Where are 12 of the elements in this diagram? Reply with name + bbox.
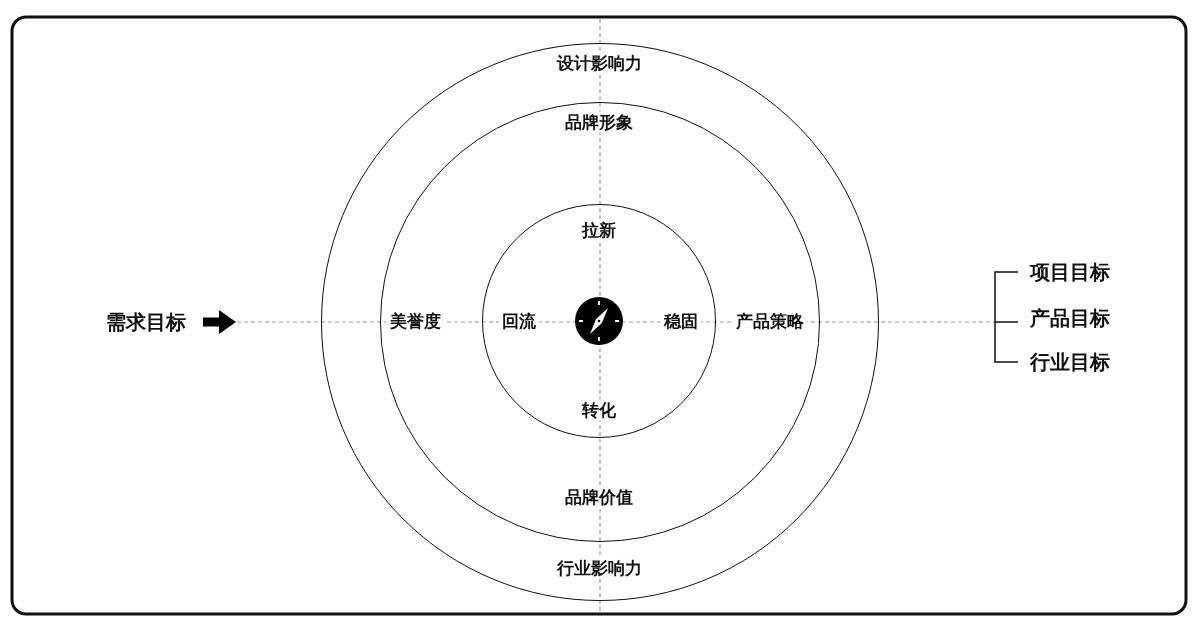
goal-label: 项目目标 (1030, 260, 1110, 284)
ring-label: 产品策略 (733, 310, 807, 332)
ring-label: 美誉度 (386, 310, 444, 332)
goal-label: 行业目标 (1030, 350, 1110, 374)
ring-label: 稳固 (660, 310, 701, 331)
ring-label: 品牌形象 (562, 111, 636, 133)
goal-label: 产品目标 (1030, 306, 1110, 330)
ring-label: 品牌价值 (562, 486, 636, 508)
goal-label: 需求目标 (106, 310, 186, 334)
ring-label: 拉新 (578, 219, 619, 240)
ring-label: 转化 (578, 399, 619, 420)
ring-label: 回流 (498, 310, 539, 331)
